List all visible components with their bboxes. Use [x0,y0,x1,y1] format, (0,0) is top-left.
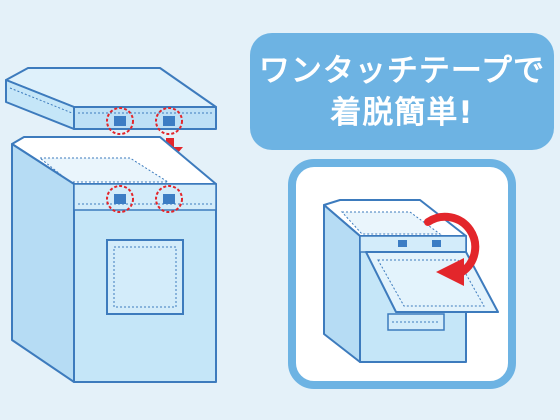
headline-banner: ワンタッチテープで 着脱簡単! [250,33,554,150]
headline-line-2: 着脱簡単! [330,94,474,131]
lid-tape-right [163,116,175,126]
rotate-arrow-icon [424,212,480,286]
lid-tape-left [114,116,126,126]
box-right [323,199,499,363]
lid [5,67,217,135]
box-left [11,136,217,383]
headline-line-1: ワンタッチテープで [258,52,546,89]
